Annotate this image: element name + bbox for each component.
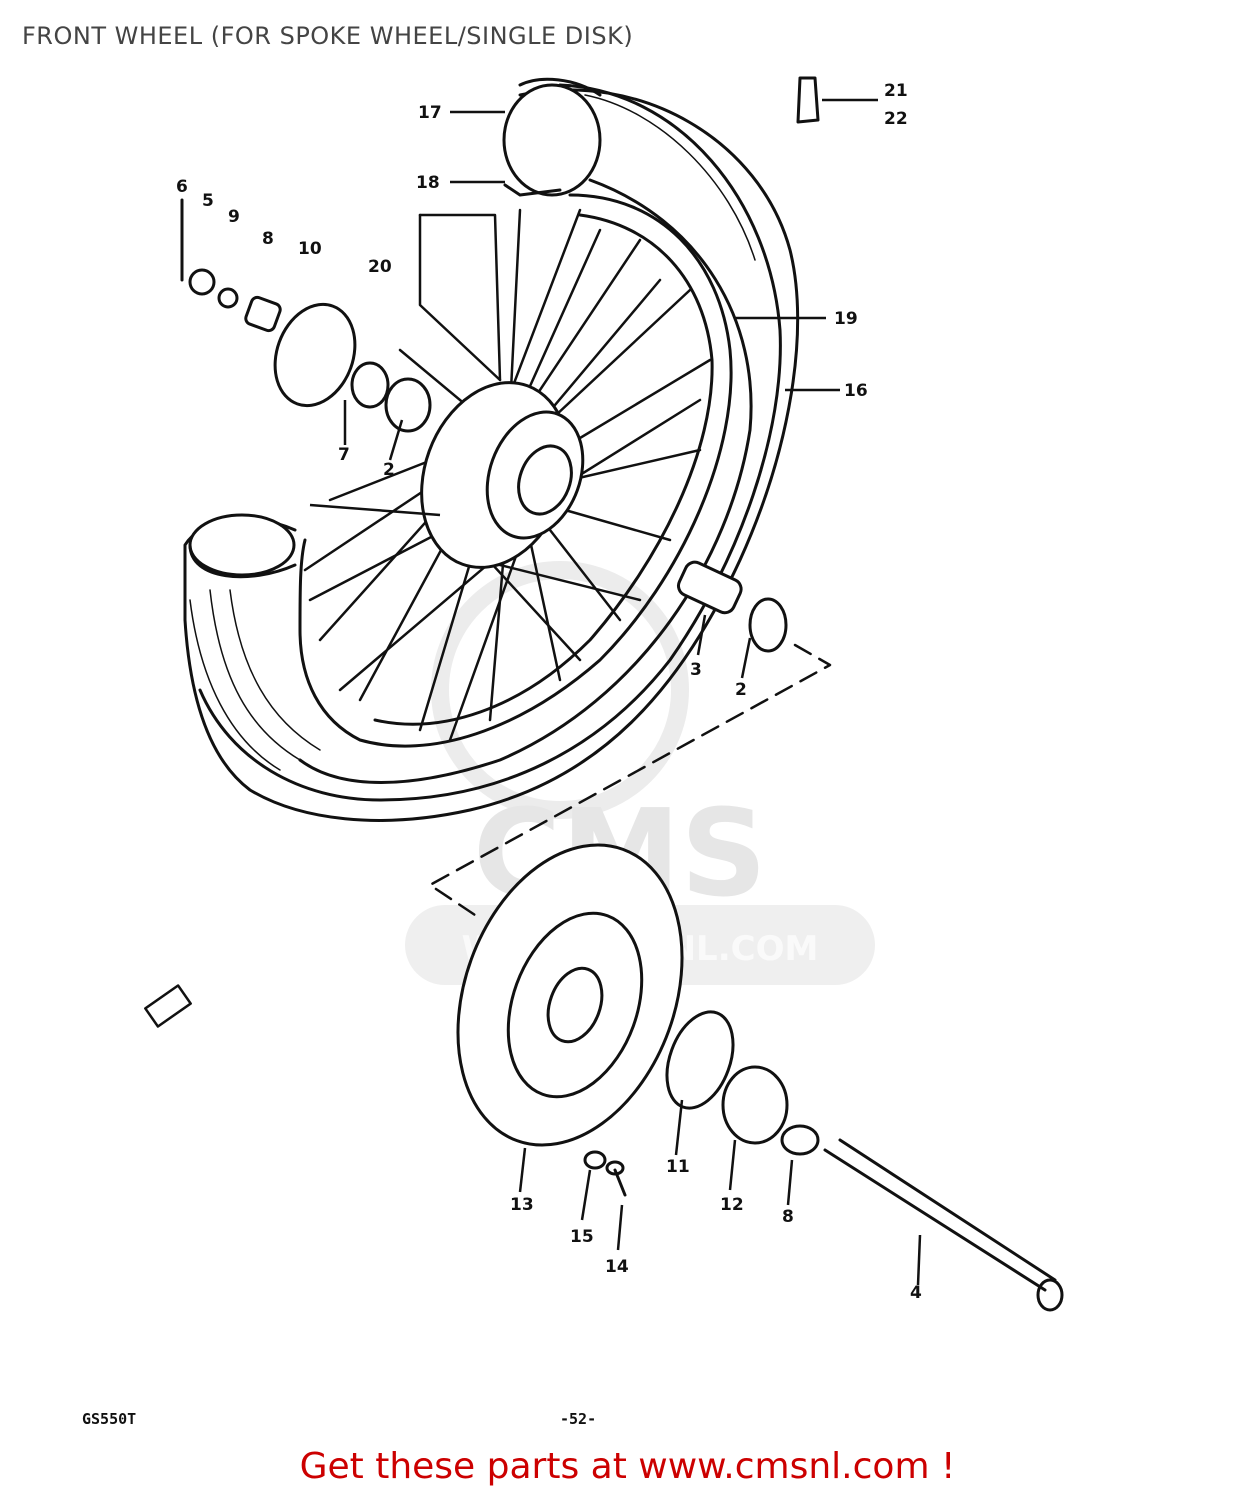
callout-17: 17 bbox=[418, 103, 442, 123]
callout-8-left: 8 bbox=[262, 229, 274, 249]
page-title: FRONT WHEEL (FOR SPOKE WHEEL/SINGLE DISK… bbox=[22, 22, 634, 50]
hub bbox=[420, 381, 585, 569]
callout-6: 6 bbox=[176, 177, 188, 197]
callout-20: 20 bbox=[368, 257, 392, 277]
callout-2-left: 2 bbox=[383, 460, 395, 480]
callout-22: 22 bbox=[884, 109, 908, 129]
callout-5: 5 bbox=[202, 191, 214, 211]
callout-3: 3 bbox=[690, 660, 702, 680]
callout-8-right: 8 bbox=[782, 1207, 794, 1227]
axle bbox=[823, 1138, 1064, 1312]
tire-section-bottom bbox=[188, 513, 297, 579]
page-number: -52- bbox=[560, 1410, 596, 1428]
disc-fasteners bbox=[583, 1150, 627, 1197]
tire-section-top bbox=[502, 77, 602, 197]
left-hub-parts bbox=[180, 198, 432, 433]
callouts: 17 18 21 22 6 5 9 8 10 20 19 16 7 2 3 2 … bbox=[176, 81, 922, 1303]
callout-9: 9 bbox=[228, 207, 240, 227]
callout-16: 16 bbox=[844, 381, 868, 401]
model-code: GS550T bbox=[82, 1410, 136, 1428]
callout-15: 15 bbox=[570, 1227, 594, 1247]
callout-11: 11 bbox=[666, 1157, 690, 1177]
right-axle-parts bbox=[676, 560, 788, 653]
callout-4: 4 bbox=[910, 1283, 922, 1303]
callout-13: 13 bbox=[510, 1195, 534, 1215]
callout-14: 14 bbox=[605, 1257, 629, 1277]
assembly-lines bbox=[418, 213, 832, 917]
valve bbox=[796, 76, 820, 124]
callout-19: 19 bbox=[834, 309, 858, 329]
parts-link[interactable]: Get these parts at www.cmsnl.com ! bbox=[299, 1446, 956, 1487]
callout-7: 7 bbox=[338, 445, 350, 465]
brake-disc bbox=[456, 843, 820, 1156]
callout-21: 21 bbox=[884, 81, 908, 101]
leader-lines bbox=[309, 98, 922, 1286]
callout-10: 10 bbox=[298, 239, 322, 259]
front-mark bbox=[144, 984, 192, 1028]
rim bbox=[298, 193, 733, 748]
callout-2-right: 2 bbox=[735, 680, 747, 700]
callout-18: 18 bbox=[416, 173, 440, 193]
callout-12: 12 bbox=[720, 1195, 744, 1215]
